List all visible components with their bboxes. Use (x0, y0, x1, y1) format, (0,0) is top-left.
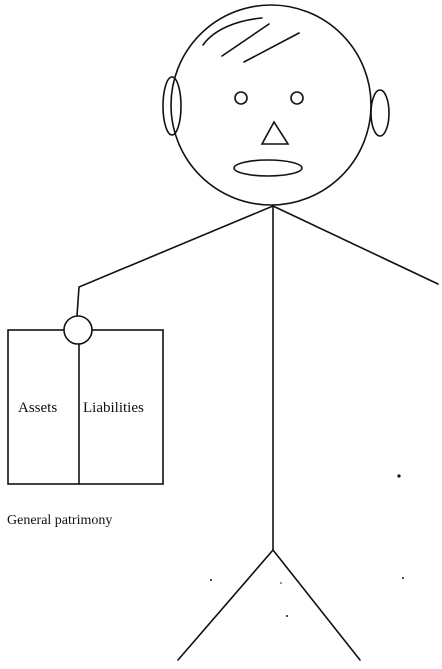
speckle (280, 582, 282, 584)
stick-figure-head (162, 4, 390, 206)
patrimony-box: Assets Liabilities (7, 315, 164, 485)
speckle (402, 577, 404, 579)
right-leg (272, 549, 361, 661)
right-eye (290, 91, 304, 105)
left-eye (234, 91, 248, 105)
right-ear (370, 89, 390, 137)
head-outline (170, 4, 372, 206)
hair-stroke (202, 17, 263, 46)
hair-stroke (221, 23, 270, 57)
nose (260, 120, 290, 145)
mouth (233, 159, 303, 177)
figure-caption: General patrimony (7, 513, 112, 528)
assets-label: Assets (18, 400, 57, 416)
left-arm (76, 205, 274, 317)
left-leg (177, 549, 274, 661)
hair-stroke (243, 32, 300, 63)
liabilities-label: Liabilities (83, 400, 144, 416)
speckle (286, 615, 288, 617)
left-ear (162, 76, 182, 136)
box-handle (63, 315, 93, 345)
right-arm (272, 205, 439, 285)
speckle (210, 579, 212, 581)
speckle (397, 474, 401, 478)
scan-speckles (210, 474, 404, 617)
stick-figure-body (76, 205, 439, 661)
